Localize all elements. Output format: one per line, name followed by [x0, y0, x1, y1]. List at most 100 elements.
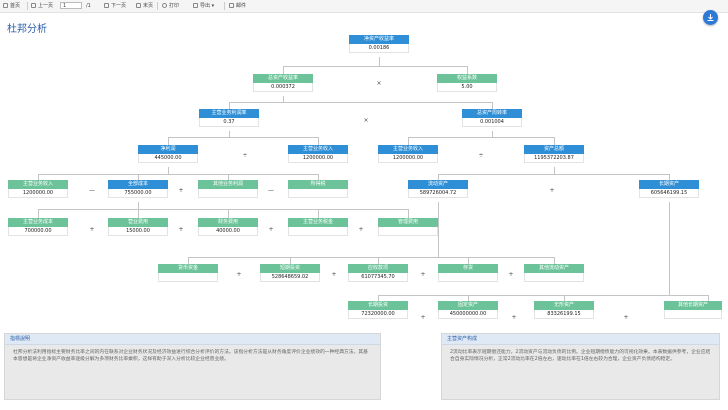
- toolbar: 首页 上一页 1 /1 下一页 末页 打印 导出 ▾ 邮件: [0, 0, 728, 13]
- page-title: 杜邦分析: [7, 24, 47, 35]
- last-page-icon: [136, 3, 141, 8]
- connector-line: [554, 257, 555, 264]
- asset-structure-panel: 主营资产构成 2流动比率表示短期偿还能力，2流动资产与流动负债的比例。企业短期偿…: [441, 333, 720, 400]
- export-button[interactable]: 导出 ▾: [193, 2, 214, 10]
- connector-line: [168, 167, 169, 174]
- connector-line: [564, 295, 565, 301]
- connector-line: [378, 295, 379, 301]
- node-cash: 货币资金: [158, 264, 218, 282]
- indicator-description-panel: 指標說明 杜邦分析法利用指标主要财务比率之间的内在联系对企业财务状况及经济效益进…: [4, 333, 381, 400]
- panel-text: 2流动比率表示短期偿还能力，2流动资产与流动负债的比例。企业短期偿债能力的可视化…: [450, 350, 711, 362]
- first-page-button[interactable]: 首页: [3, 2, 20, 10]
- node-income-tax: 所得税: [288, 180, 348, 198]
- connector-line: [492, 102, 493, 109]
- panel-text: 杜邦分析法利用指标主要财务比率之间的内在联系对企业财务状况及经济效益进行综合分析…: [13, 350, 368, 362]
- connector-line: [378, 257, 379, 264]
- connector-line: [468, 295, 469, 301]
- connector-line: [38, 174, 319, 175]
- connector-line: [138, 202, 139, 209]
- node-admin-expense: 管理费用: [378, 218, 438, 236]
- connector-line: [318, 174, 319, 180]
- connector-line: [408, 137, 409, 145]
- connector-line: [138, 209, 139, 218]
- connector-line: [290, 257, 291, 264]
- node-inventory: 存货: [438, 264, 498, 282]
- plus-operator: +: [236, 271, 242, 278]
- toolbar-divider: [224, 2, 225, 10]
- connector-line: [318, 209, 319, 218]
- connector-line: [229, 131, 230, 137]
- node-other-long-term-assets: 其他长期资产: [664, 301, 722, 319]
- printer-icon: [162, 3, 167, 8]
- connector-line: [708, 295, 709, 301]
- toolbar-divider: [27, 2, 28, 10]
- toolbar-divider: [157, 2, 158, 10]
- connector-line: [438, 174, 669, 175]
- email-button[interactable]: 邮件: [229, 2, 246, 10]
- plus-operator: +: [89, 226, 95, 233]
- connector-line: [318, 137, 319, 145]
- next-page-button[interactable]: 下一页: [104, 2, 126, 10]
- plus-operator: +: [420, 271, 426, 278]
- download-icon: [707, 14, 714, 21]
- plus-operator: +: [268, 226, 274, 233]
- connector-line: [378, 295, 709, 296]
- connector-line: [438, 174, 439, 180]
- node-other-profit: 其他业务利润: [198, 180, 258, 198]
- connector-line: [188, 257, 189, 264]
- connector-line: [229, 102, 230, 109]
- connector-line: [38, 209, 409, 210]
- connector-line: [379, 57, 380, 66]
- connector-line: [408, 209, 409, 218]
- connector-line: [408, 137, 554, 138]
- plus-operator: +: [511, 314, 517, 321]
- minus-operator: —: [89, 187, 95, 194]
- plus-operator: +: [549, 187, 555, 194]
- node-other-current-assets: 其他流动资产: [524, 264, 584, 282]
- multiply-operator: ×: [363, 117, 369, 124]
- connector-line: [138, 174, 139, 180]
- connector-line: [492, 131, 493, 137]
- connector-line: [168, 137, 318, 138]
- page-number-input[interactable]: 1: [60, 2, 82, 9]
- connector-line: [229, 102, 492, 103]
- divide-operator: ÷: [478, 152, 484, 159]
- connector-line: [467, 66, 468, 74]
- connector-line: [438, 202, 439, 257]
- multiply-operator: ×: [376, 80, 382, 87]
- plus-operator: +: [420, 314, 426, 321]
- last-page-button[interactable]: 末页: [136, 2, 153, 10]
- connector-line: [554, 167, 555, 174]
- panel-title: 主营资产构成: [442, 334, 719, 345]
- mail-icon: [229, 3, 234, 8]
- connector-line: [283, 66, 467, 67]
- connector-line: [168, 137, 169, 145]
- plus-operator: +: [358, 226, 364, 233]
- next-page-icon: [104, 3, 109, 8]
- prev-page-button[interactable]: 上一页: [31, 2, 53, 10]
- print-button[interactable]: 打印: [162, 2, 179, 10]
- download-button[interactable]: [703, 10, 718, 25]
- minus-operator: —: [268, 187, 274, 194]
- page-total: /1: [86, 3, 91, 9]
- connector-line: [669, 174, 670, 180]
- plus-operator: +: [508, 271, 514, 278]
